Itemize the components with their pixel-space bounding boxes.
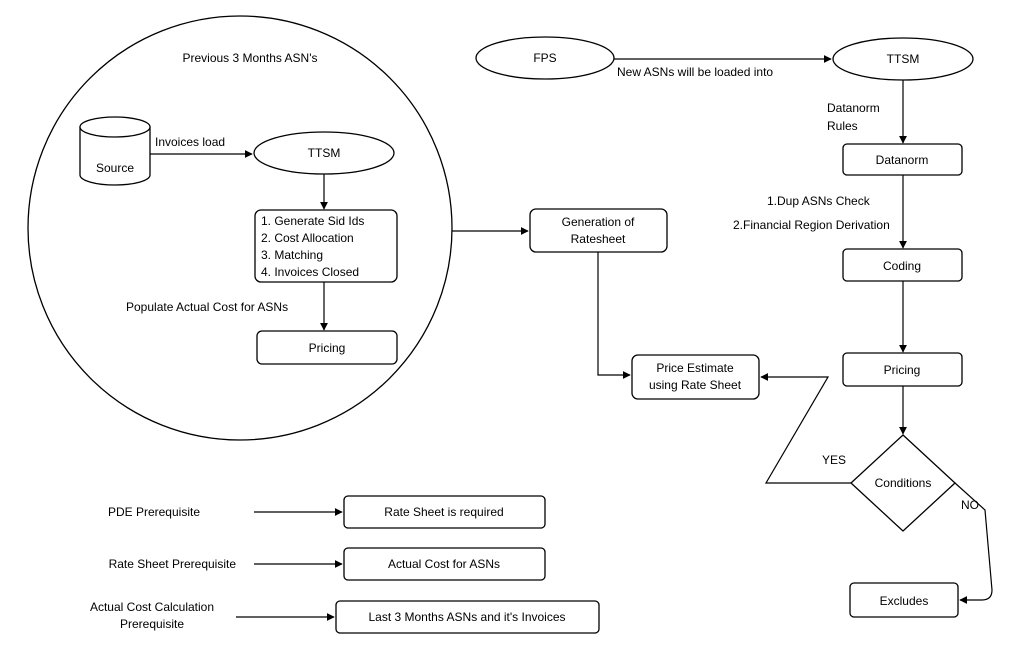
prereq-value-rate-sheet: Actual Cost for ASNs xyxy=(388,557,500,571)
source-database-node[interactable]: Source xyxy=(79,116,151,186)
excludes-label: Excludes xyxy=(880,594,929,608)
coding-node[interactable]: Coding xyxy=(842,248,963,282)
datanorm-rules-line-2: Rules xyxy=(827,119,858,133)
step-4: 4. Invoices Closed xyxy=(261,265,359,279)
source-label: Source xyxy=(96,161,134,175)
prerequisite-row-pde: PDE Prerequisite Rate Sheet is required xyxy=(108,495,546,529)
generation-ratesheet-node[interactable]: Generation of Ratesheet xyxy=(529,208,668,253)
price-estimate-line-2: using Rate Sheet xyxy=(649,378,742,392)
conditions-diamond[interactable]: Conditions xyxy=(850,434,956,532)
generation-line-1: Generation of xyxy=(562,215,635,229)
left-ttsm-label: TTSM xyxy=(308,146,341,160)
left-pricing-node[interactable]: Pricing xyxy=(256,330,398,365)
prereq-value-pde: Rate Sheet is required xyxy=(384,505,503,519)
prereq-label-actual-cost-line-2: Prerequisite xyxy=(120,617,184,631)
datanorm-node[interactable]: Datanorm xyxy=(842,143,963,176)
yes-label: YES xyxy=(822,453,846,467)
prerequisite-row-rate-sheet: Rate Sheet Prerequisite Actual Cost for … xyxy=(109,547,546,581)
prereq-label-actual-cost-line-1: Actual Cost Calculation xyxy=(90,600,214,614)
generation-line-2: Ratesheet xyxy=(571,232,626,246)
right-pricing-node[interactable]: Pricing xyxy=(842,352,963,387)
yes-to-estimate-edge xyxy=(760,373,851,484)
right-pricing-label: Pricing xyxy=(884,363,921,377)
price-estimate-line-1: Price Estimate xyxy=(656,361,734,375)
populate-actual-cost-label: Populate Actual Cost for ASNs xyxy=(126,300,288,314)
conditions-label: Conditions xyxy=(875,476,932,490)
right-ttsm-label: TTSM xyxy=(887,52,920,66)
no-to-excludes-edge xyxy=(954,482,993,604)
datanorm-label: Datanorm xyxy=(876,153,929,167)
fps-label: FPS xyxy=(533,51,556,65)
price-estimate-node[interactable]: Price Estimate using Rate Sheet xyxy=(631,354,760,400)
excludes-node[interactable]: Excludes xyxy=(849,582,959,618)
dup-asns-check-label: 1.Dup ASNs Check xyxy=(767,194,871,208)
prereq-box-actual-cost[interactable] xyxy=(335,600,600,634)
processing-steps-node[interactable]: 1. Generate Sid Ids 2. Cost Allocation 3… xyxy=(254,209,398,283)
prerequisite-row-actual-cost: Actual Cost Calculation Prerequisite Las… xyxy=(90,600,600,634)
left-ttsm-node[interactable]: TTSM xyxy=(253,131,395,175)
step-2: 2. Cost Allocation xyxy=(261,231,354,245)
prereq-label-pde: PDE Prerequisite xyxy=(108,505,200,519)
generation-to-estimate-edge xyxy=(597,252,631,379)
datanorm-rules-line-1: Datanorm xyxy=(827,101,880,115)
prereq-box-pde[interactable] xyxy=(343,495,546,529)
coding-label: Coding xyxy=(883,259,921,273)
right-ttsm-node[interactable]: TTSM xyxy=(832,37,974,81)
step-3: 3. Matching xyxy=(261,248,323,262)
left-pricing-label: Pricing xyxy=(309,341,346,355)
circle-title: Previous 3 Months ASN's xyxy=(182,51,317,65)
invoices-load-label: Invoices load xyxy=(155,135,225,149)
financial-region-label: 2.Financial Region Derivation xyxy=(733,218,890,232)
prereq-label-rate-sheet: Rate Sheet Prerequisite xyxy=(109,557,237,571)
no-label: NO xyxy=(961,498,979,512)
step-1: 1. Generate Sid Ids xyxy=(261,214,364,228)
prereq-box-rate-sheet[interactable] xyxy=(343,547,546,581)
prereq-value-actual-cost: Last 3 Months ASNs and it's Invoices xyxy=(368,610,565,624)
new-asns-label: New ASNs will be loaded into xyxy=(617,65,773,79)
fps-node[interactable]: FPS xyxy=(475,36,615,80)
